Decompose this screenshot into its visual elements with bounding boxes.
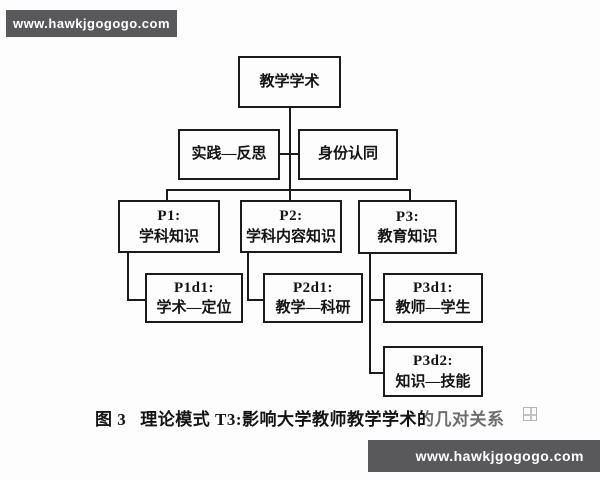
watermark-grid-icon	[523, 407, 537, 421]
node-p1d1-code: P1d1:	[174, 279, 214, 296]
node-p3d1-label: 教师—学生	[395, 300, 471, 316]
node-p2-code: P2:	[279, 208, 303, 225]
node-practice-reflection: 实践—反思	[178, 129, 280, 180]
node-p2d1-code: P2d1:	[293, 279, 333, 296]
node-p3: P3: 教育知识	[358, 200, 457, 254]
node-identity: 身份认同	[298, 129, 398, 180]
connector-p3-down	[369, 254, 371, 374]
node-p1d1-label: 学术—定位	[156, 300, 232, 316]
connector-drop-p3	[409, 189, 411, 200]
node-p3d2-code: P3d2:	[413, 353, 453, 370]
node-p3d2: P3d2: 知识—技能	[383, 346, 483, 397]
node-p2d1-label: 教学—科研	[275, 300, 351, 316]
node-p2: P2: 学科内容知识	[240, 200, 342, 253]
watermark-banner-bottom: www.hawkjgogogo.com	[368, 440, 600, 472]
watermark-banner-top: www.hawkjgogogo.com	[6, 10, 177, 37]
connector-p1d1-stub	[127, 299, 145, 301]
node-p2d1: P2d1: 教学—科研	[263, 273, 363, 323]
node-p3d1: P3d1: 教师—学生	[383, 273, 483, 323]
node-p1: P1: 学科知识	[118, 200, 220, 253]
connector-distribution-line	[166, 189, 411, 191]
node-root-label: 教学学术	[259, 73, 320, 90]
connector-p3d1-stub	[369, 299, 383, 301]
connector-p1-down	[127, 253, 129, 301]
node-p3d1-code: P3d1:	[413, 279, 453, 296]
connector-level2-stub	[280, 153, 298, 155]
node-p1d1: P1d1: 学术—定位	[145, 273, 243, 323]
figure-number: 图 3	[95, 410, 127, 429]
connector-p3d2-stub	[369, 372, 383, 374]
node-p2-label: 学科内容知识	[245, 228, 336, 245]
node-p3d2-label: 知识—技能	[395, 373, 471, 390]
figure-title: 理论模式 T3:影响大学教师教学学术的几对关系	[140, 410, 505, 429]
node-root: 教学学术	[238, 56, 341, 108]
node-p3-label: 教育知识	[377, 229, 438, 245]
node-p1-label: 学科知识	[138, 228, 199, 245]
node-practice-label: 实践—反思	[191, 146, 267, 163]
figure-caption: 图 3 理论模式 T3:影响大学教师教学学术的几对关系	[95, 405, 505, 430]
node-p3-code: P3:	[395, 208, 420, 225]
node-identity-label: 身份认同	[317, 146, 378, 163]
connector-p2d1-stub	[247, 299, 263, 301]
connector-drop-p1	[166, 189, 168, 200]
node-p1-code: P1:	[157, 208, 181, 225]
connector-p2-down	[247, 253, 249, 301]
